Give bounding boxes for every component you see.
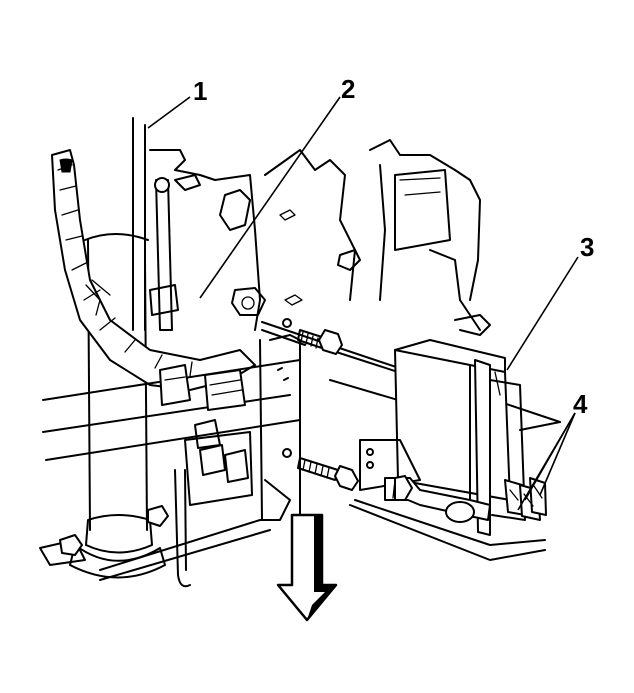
callout-3: 3: [580, 232, 594, 262]
callout-4: 4: [573, 389, 588, 419]
center-bracket: [259, 318, 301, 521]
lower-bolt: [297, 457, 359, 491]
base-plate: [39, 419, 291, 588]
connector-cluster: [159, 364, 246, 411]
hose-assembly: [384, 475, 491, 523]
wiring-harness: [51, 149, 256, 391]
control-module: [394, 339, 526, 536]
callout-2: 2: [341, 74, 355, 104]
mount-plate: [349, 439, 546, 561]
upper-bolt: [297, 329, 343, 355]
engine-frame-outline: [149, 139, 491, 336]
link-rod: [149, 174, 201, 331]
callout-1: 1: [193, 76, 207, 106]
down-direction-arrow-icon: [276, 513, 338, 622]
callout-leaders: [147, 96, 579, 511]
